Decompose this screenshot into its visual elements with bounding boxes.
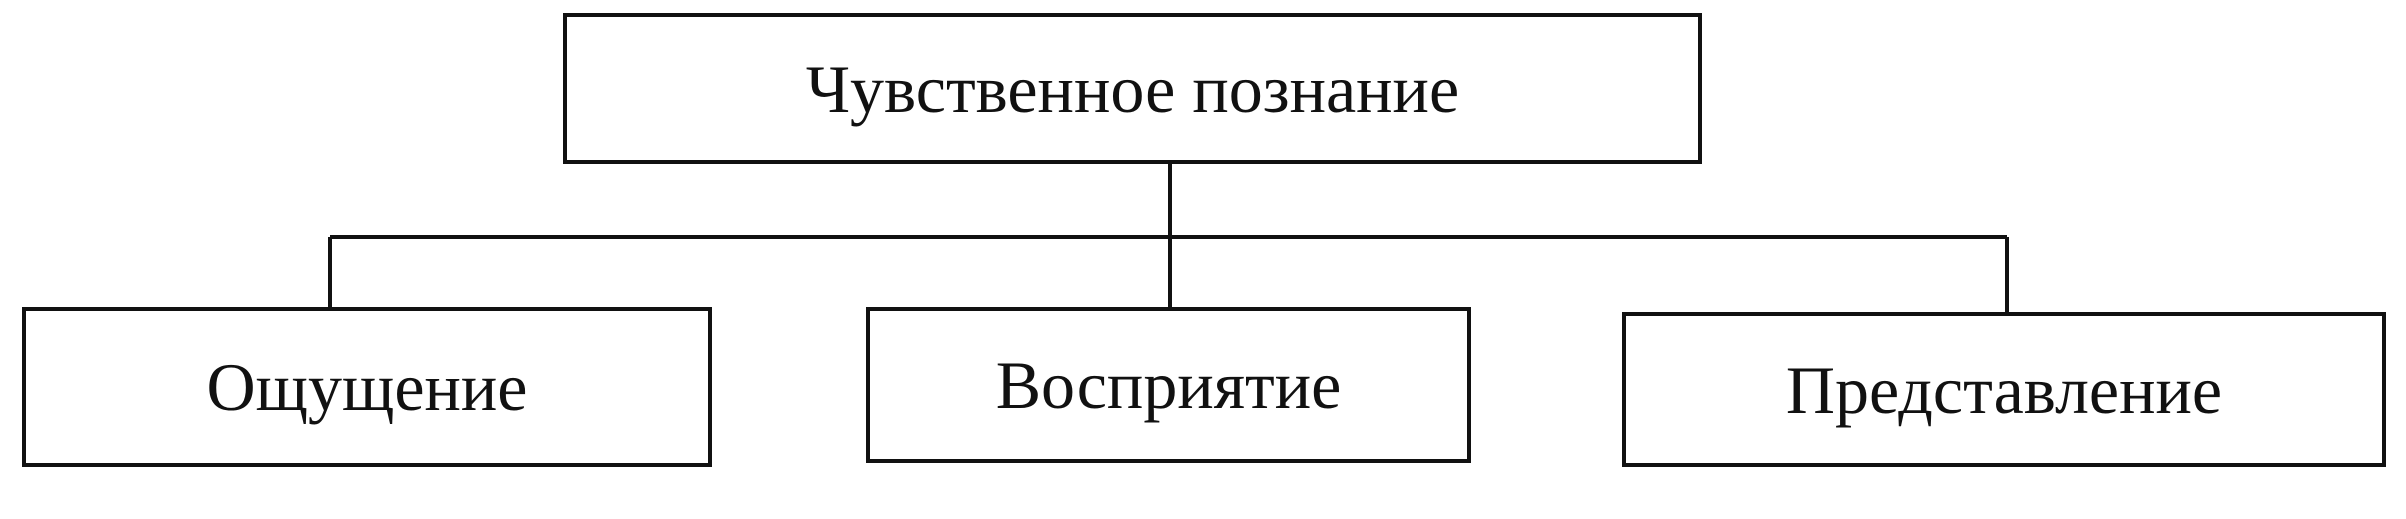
child-node-label-2: Восприятие bbox=[995, 347, 1342, 423]
child-node-box-3: Представление bbox=[1622, 312, 2386, 467]
child-node-box-2: Восприятие bbox=[866, 307, 1471, 463]
child-node-label-3: Представление bbox=[1785, 351, 2223, 428]
child-node-box-1: Ощущение bbox=[22, 307, 712, 467]
root-node-label: Чувственное познание bbox=[805, 50, 1460, 127]
root-node-box: Чувственное познание bbox=[563, 13, 1702, 164]
child-node-label-1: Ощущение bbox=[206, 349, 528, 425]
